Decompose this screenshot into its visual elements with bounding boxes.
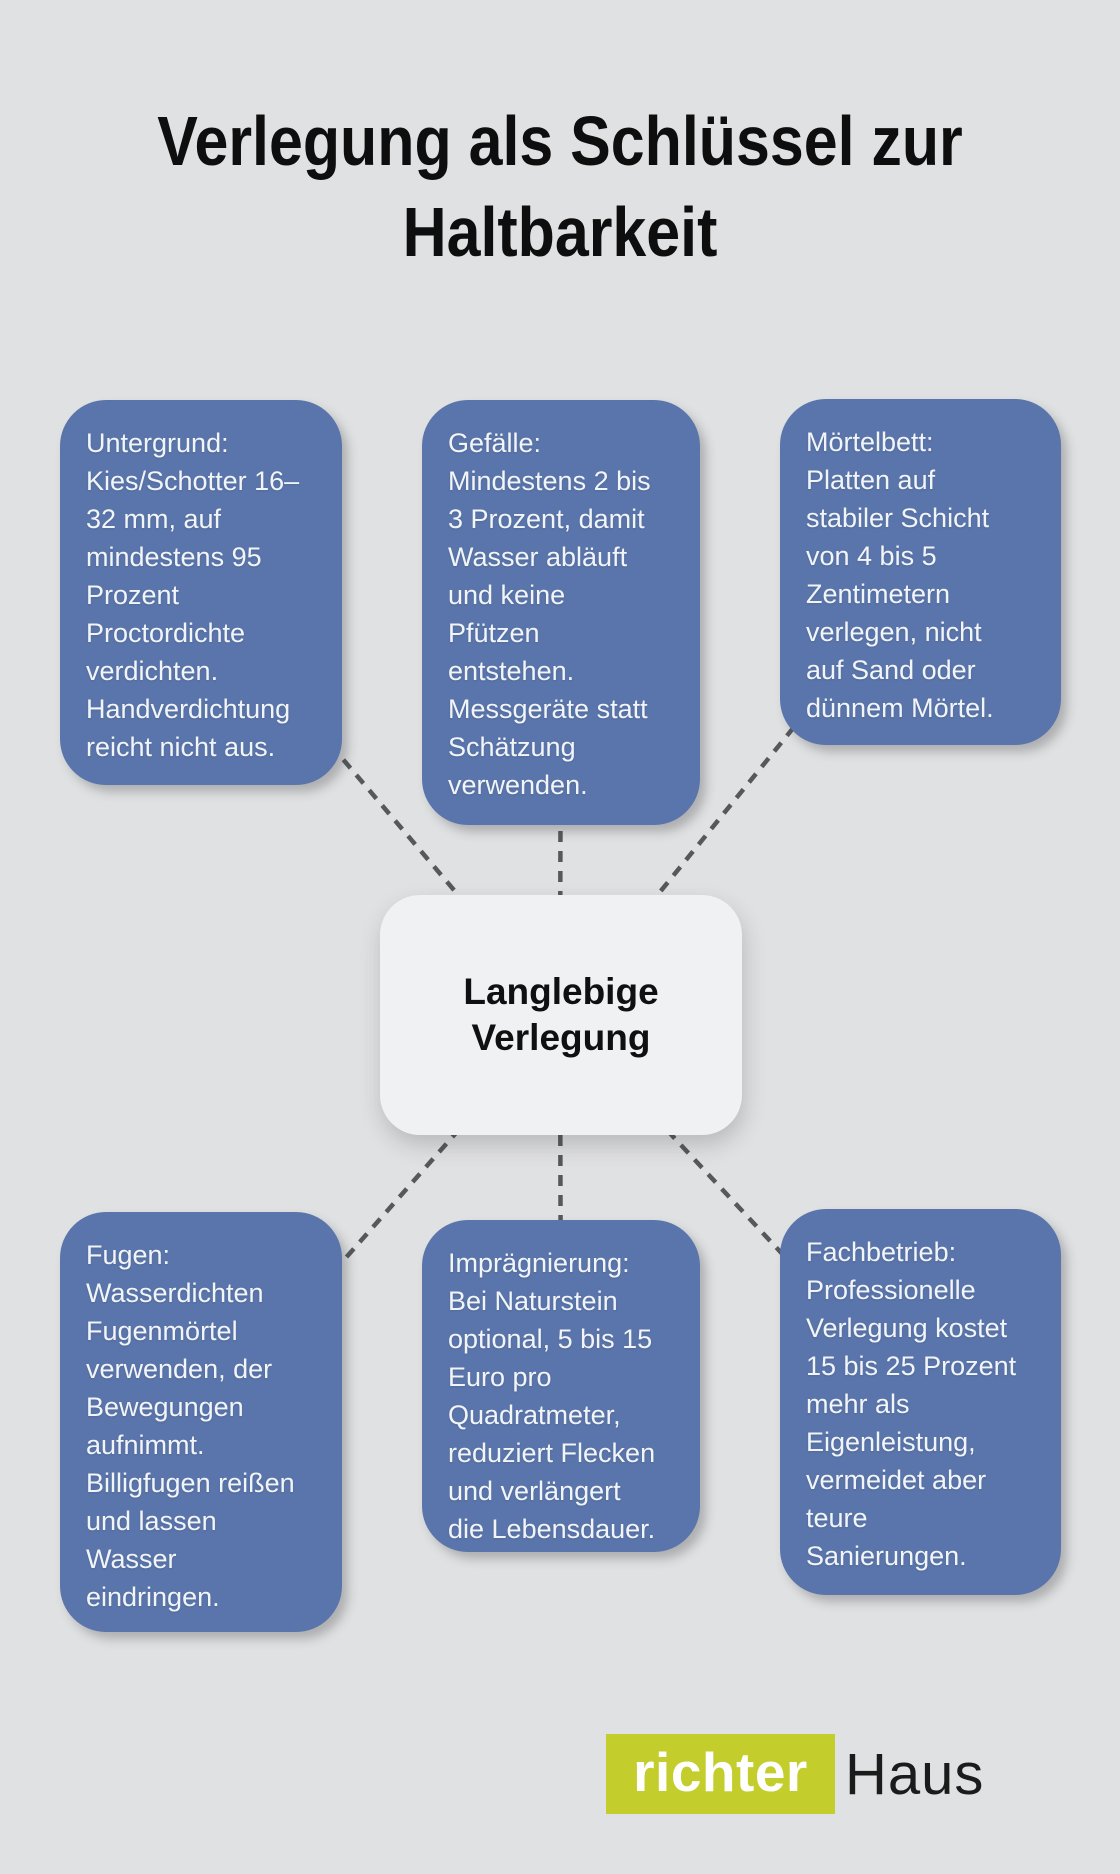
node-untergrund: Untergrund: Kies/Schotter 16– 32 mm, auf…: [60, 400, 342, 785]
node-fugen: Fugen: Wasserdichten Fugenmörtel verwend…: [60, 1212, 342, 1632]
node-moertelbett: Mörtelbett: Platten auf stabiler Schicht…: [780, 399, 1061, 745]
center-node-label: Langlebige Verlegung: [463, 971, 659, 1058]
node-fachbetrieb: Fachbetrieb: Professionelle Verlegung ko…: [780, 1209, 1061, 1595]
logo-suffix-text: Haus: [845, 1741, 985, 1807]
node-impraegnierung: Imprägnierung: Bei Naturstein optional, …: [422, 1220, 700, 1552]
node-gefaelle: Gefälle: Mindestens 2 bis 3 Prozent, dam…: [422, 400, 700, 825]
connector-line-moertelbett: [558, 570, 922, 1017]
brand-logo: richter Haus: [606, 1734, 984, 1814]
center-node: Langlebige Verlegung: [380, 895, 742, 1135]
page-title: Verlegung als Schlüssel zur Haltbarkeit: [157, 102, 963, 271]
logo-brand-text: richter: [633, 1741, 808, 1803]
logo-accent-badge: richter: [606, 1734, 835, 1814]
